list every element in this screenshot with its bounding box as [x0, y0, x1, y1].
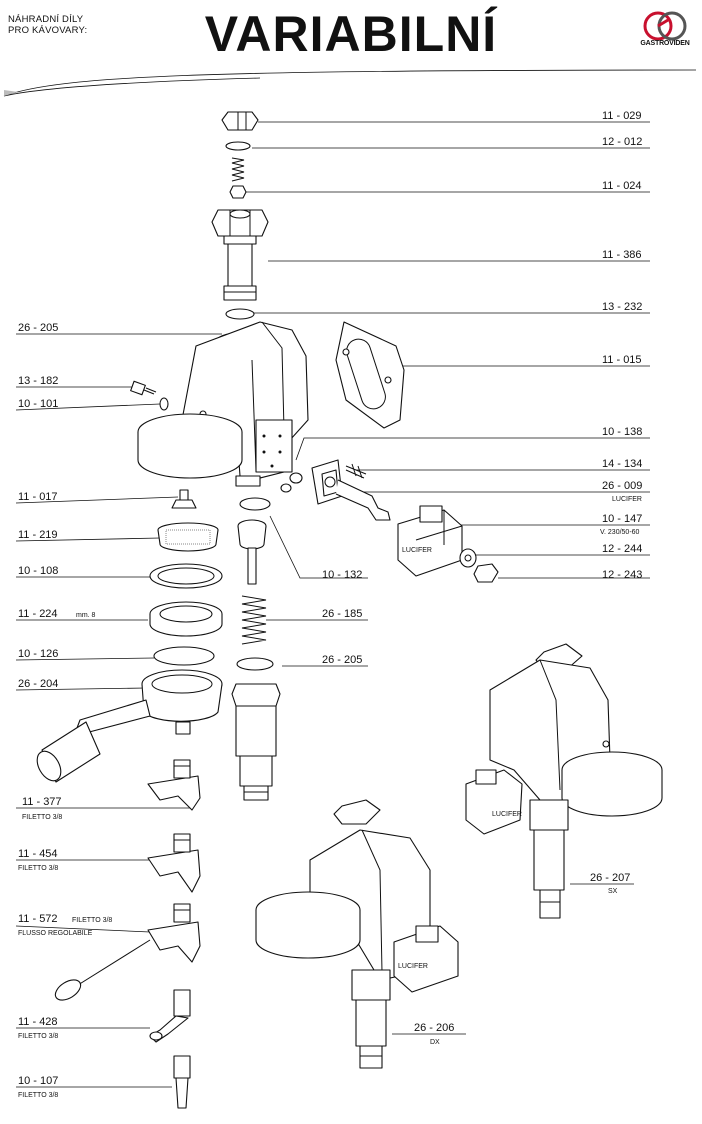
spout-11-377 [147, 759, 201, 811]
svg-text:LUCIFER: LUCIFER [492, 811, 522, 818]
label-14-134: 14 - 134 [602, 458, 642, 470]
label-10-132: 10 - 132 [322, 569, 362, 581]
cap-nut-11-029 [221, 111, 259, 131]
svg-text:LUCIFER: LUCIFER [398, 963, 428, 970]
label-10-138: 10 - 138 [602, 426, 642, 438]
solenoid-coil-10-147: LUCIFER [397, 505, 463, 577]
label-13-232: 13 - 232 [602, 301, 642, 313]
label-26-204: 26 - 204 [18, 678, 58, 690]
note-10-107: FILETTO 3/8 [18, 1092, 58, 1099]
lower-valve-body [231, 683, 281, 801]
note-11-572: FILETTO 3/8 [72, 917, 112, 924]
o-ring-10-138-b [280, 483, 292, 493]
tube-fitting-11-386 [211, 209, 269, 301]
jet-11-017 [171, 489, 197, 509]
label-26-205: 26 - 205 [18, 322, 58, 334]
label-11-454: 11 - 454 [18, 848, 58, 860]
o-ring-13-232 [225, 308, 255, 320]
spout-11-428 [149, 989, 191, 1043]
spout-10-107 [173, 1055, 191, 1109]
note-11-377: FILETTO 3/8 [22, 814, 62, 821]
note-26-207: SX [608, 888, 618, 895]
label-11-017: 11 - 017 [18, 491, 58, 503]
header-subtitle-line1: NÁHRADNÍ DÍLY [8, 14, 84, 25]
header-swoosh-tail [4, 90, 18, 96]
label-11-572: 11 - 572 [18, 913, 58, 925]
note-26-206: DX [430, 1039, 440, 1046]
label-26-207: 26 - 207 [590, 872, 630, 884]
gasket-11-224 [149, 601, 223, 637]
valve-body-26-009 [311, 459, 391, 521]
label-10-107: 10 - 107 [18, 1075, 58, 1087]
part-labels: 11 - 029 12 - 012 11 - 024 11 - 386 13 -… [18, 110, 642, 1099]
label-12-243: 12 - 243 [602, 569, 642, 581]
label-12-244: 12 - 244 [602, 543, 642, 555]
label-11-377: 11 - 377 [22, 796, 62, 808]
adjust-tool [54, 939, 151, 1001]
portafilter-26-204 [36, 669, 223, 783]
nut-12-243 [473, 563, 499, 583]
spring-small [231, 157, 245, 182]
note-10-147: V. 230/50-60 [600, 529, 640, 536]
label-11-024: 11 - 024 [602, 180, 642, 192]
label-26-009: 26 - 009 [602, 480, 642, 492]
screw-14-134 [345, 463, 367, 479]
label-11-029: 11 - 029 [602, 110, 642, 122]
label-10-101: 10 - 101 [18, 398, 58, 410]
label-11-428: 11 - 428 [18, 1016, 58, 1028]
label-11-386: 11 - 386 [602, 249, 642, 261]
label-26-206: 26 - 206 [414, 1022, 454, 1034]
solenoid-label: LUCIFER [402, 547, 432, 554]
small-nut-11-024 [229, 185, 247, 199]
label-11-219: 11 - 219 [18, 529, 58, 541]
header-swoosh [3, 69, 697, 97]
label-26-205b: 26 - 205 [322, 654, 362, 666]
o-ring-10-138-a [289, 472, 303, 484]
label-11-015: 11 - 015 [602, 354, 642, 366]
label-10-126: 10 - 126 [18, 648, 58, 660]
spring-26-185 [241, 595, 267, 645]
note2-11-572: FLUSSO REGOLABILE [18, 930, 93, 937]
gasket-26-205b [236, 657, 274, 671]
gastroviden-logo [643, 11, 687, 41]
label-10-108: 10 - 108 [18, 565, 58, 577]
gasket-plate-11-015 [335, 321, 405, 429]
note-26-009: LUCIFER [612, 496, 642, 503]
header-subtitle-line2: PRO KÁVOVARY: [8, 25, 88, 36]
spring-ring-10-126 [153, 646, 215, 666]
label-13-182: 13 - 182 [18, 375, 58, 387]
spout-11-454 [147, 833, 201, 893]
washer-10-101 [159, 397, 169, 411]
logo-text: GASTROVIDEN [640, 40, 690, 47]
label-10-147: 10 - 147 [602, 513, 642, 525]
label-11-224: 11 - 224 [18, 608, 58, 620]
washer-12-244 [459, 548, 477, 568]
spout-11-572 [147, 903, 201, 963]
o-ring-12-012 [225, 141, 251, 151]
shower-screen-11-219 [157, 522, 219, 552]
leader-lines [15, 121, 650, 1088]
valve-stem-10-132 [237, 497, 271, 585]
label-26-185: 26 - 185 [322, 608, 362, 620]
assembly-26-206-dx: LUCIFER [255, 799, 459, 1069]
note-11-224: mm. 8 [76, 612, 96, 619]
note-11-454: FILETTO 3/8 [18, 865, 58, 872]
note-11-428: FILETTO 3/8 [18, 1033, 58, 1040]
label-12-012: 12 - 012 [602, 136, 642, 148]
page-title: VARIABILNÍ [204, 6, 498, 62]
screw-13-182 [130, 380, 157, 396]
group-head-body [137, 321, 309, 487]
assembly-26-207-sx: LUCIFER [465, 643, 663, 919]
